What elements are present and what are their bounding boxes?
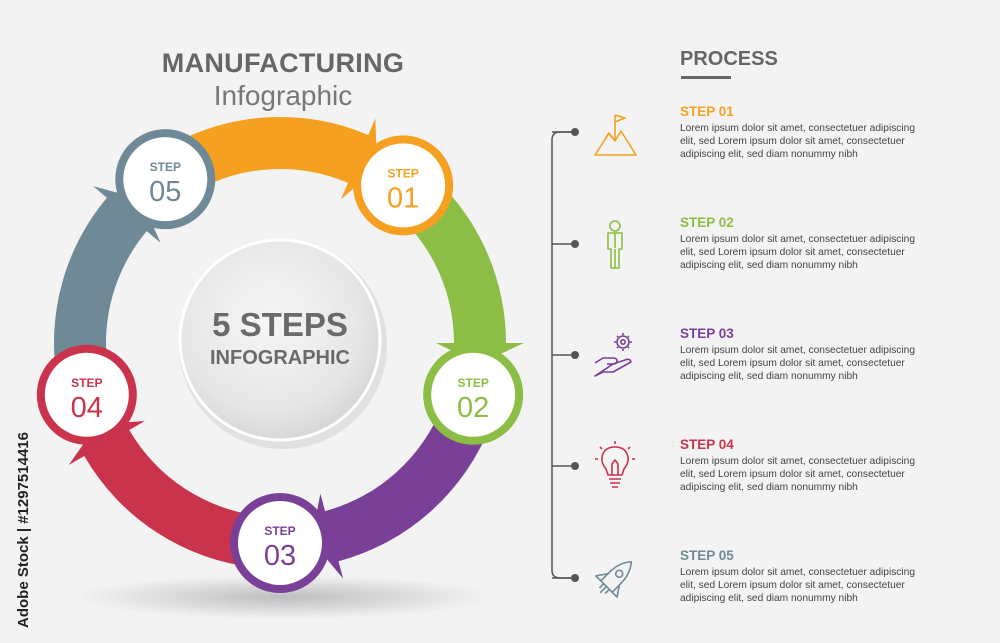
page-subtitle: Infographic	[213, 80, 353, 111]
mountain-flag-icon	[594, 114, 637, 156]
step-badge-2: STEP 02	[423, 344, 524, 445]
step-badge-5: STEP 05	[115, 129, 216, 230]
cycle-arrow-4	[68, 421, 262, 568]
timeline-dot	[571, 351, 579, 359]
cycle-arrows	[53, 117, 524, 579]
step-heading: STEP 04	[680, 437, 734, 452]
badge-inner	[361, 143, 446, 228]
timeline-dot	[571, 574, 579, 582]
cycle-arrow-5	[53, 186, 161, 379]
process-title: PROCESS	[680, 48, 778, 70]
timeline-dots	[552, 128, 579, 582]
center-line-1: 5 STEPS	[212, 306, 348, 343]
badge-number: 02	[457, 392, 489, 424]
step-block-3: STEP 03 Lorem ipsum dolor sit amet, cons…	[680, 326, 915, 383]
step-badge-4: STEP 04	[36, 344, 137, 445]
step-block-4: STEP 04 Lorem ipsum dolor sit amet, cons…	[680, 437, 915, 494]
step-text: Lorem ipsum dolor sit amet, consectetuer…	[680, 234, 915, 271]
step-block-5: STEP 05 Lorem ipsum dolor sit amet, cons…	[680, 548, 915, 605]
step-heading: STEP 03	[680, 326, 734, 341]
badge-inner	[44, 352, 129, 437]
step-block-2: STEP 02 Lorem ipsum dolor sit amet, cons…	[680, 215, 915, 272]
hand-gear-icon	[594, 333, 632, 377]
step-text: Lorem ipsum dolor sit amet, consectetuer…	[680, 345, 915, 382]
badge-inner	[431, 352, 516, 437]
step-text: Lorem ipsum dolor sit amet, consectetuer…	[680, 456, 915, 493]
center-circle	[178, 238, 382, 442]
step-heading: STEP 05	[680, 548, 734, 563]
badge-inner	[123, 137, 208, 222]
step-badge-3: STEP 03	[230, 493, 330, 593]
cycle-arrow-1	[170, 117, 377, 200]
timeline-dot	[571, 128, 579, 136]
watermark: Adobe Stock | #1297514416	[15, 432, 32, 628]
badge-label: STEP	[150, 160, 181, 174]
businessman-icon	[607, 220, 623, 269]
badge-number: 05	[149, 176, 181, 208]
page-title: MANUFACTURING	[161, 48, 405, 78]
watermark-text: Adobe Stock | #1297514416	[15, 432, 32, 628]
process-underline	[681, 76, 731, 79]
badge-number: 03	[264, 540, 296, 572]
step-text: Lorem ipsum dolor sit amet, consectetuer…	[680, 567, 915, 604]
ground-shadow	[75, 575, 495, 619]
badge-number: 04	[71, 392, 103, 424]
cycle-arrow-3	[311, 405, 491, 579]
step-heading: STEP 01	[680, 104, 734, 119]
center-line-2: INFOGRAPHIC	[210, 347, 350, 369]
step-heading: STEP 02	[680, 215, 734, 230]
badge-label: STEP	[387, 166, 418, 180]
step-text: Lorem ipsum dolor sit amet, consectetuer…	[680, 123, 915, 160]
badge-label: STEP	[458, 376, 489, 390]
timeline-dot	[571, 462, 579, 470]
badge-label: STEP	[71, 376, 102, 390]
step-badge-1: STEP 01	[353, 135, 454, 236]
badge-label: STEP	[264, 524, 295, 538]
step-block-1: STEP 01 Lorem ipsum dolor sit amet, cons…	[680, 104, 915, 161]
timeline-dot	[571, 240, 579, 248]
badge-inner	[238, 501, 322, 585]
lightbulb-icon	[595, 441, 635, 488]
badge-number: 01	[387, 182, 419, 214]
rocket-icon	[595, 560, 633, 598]
